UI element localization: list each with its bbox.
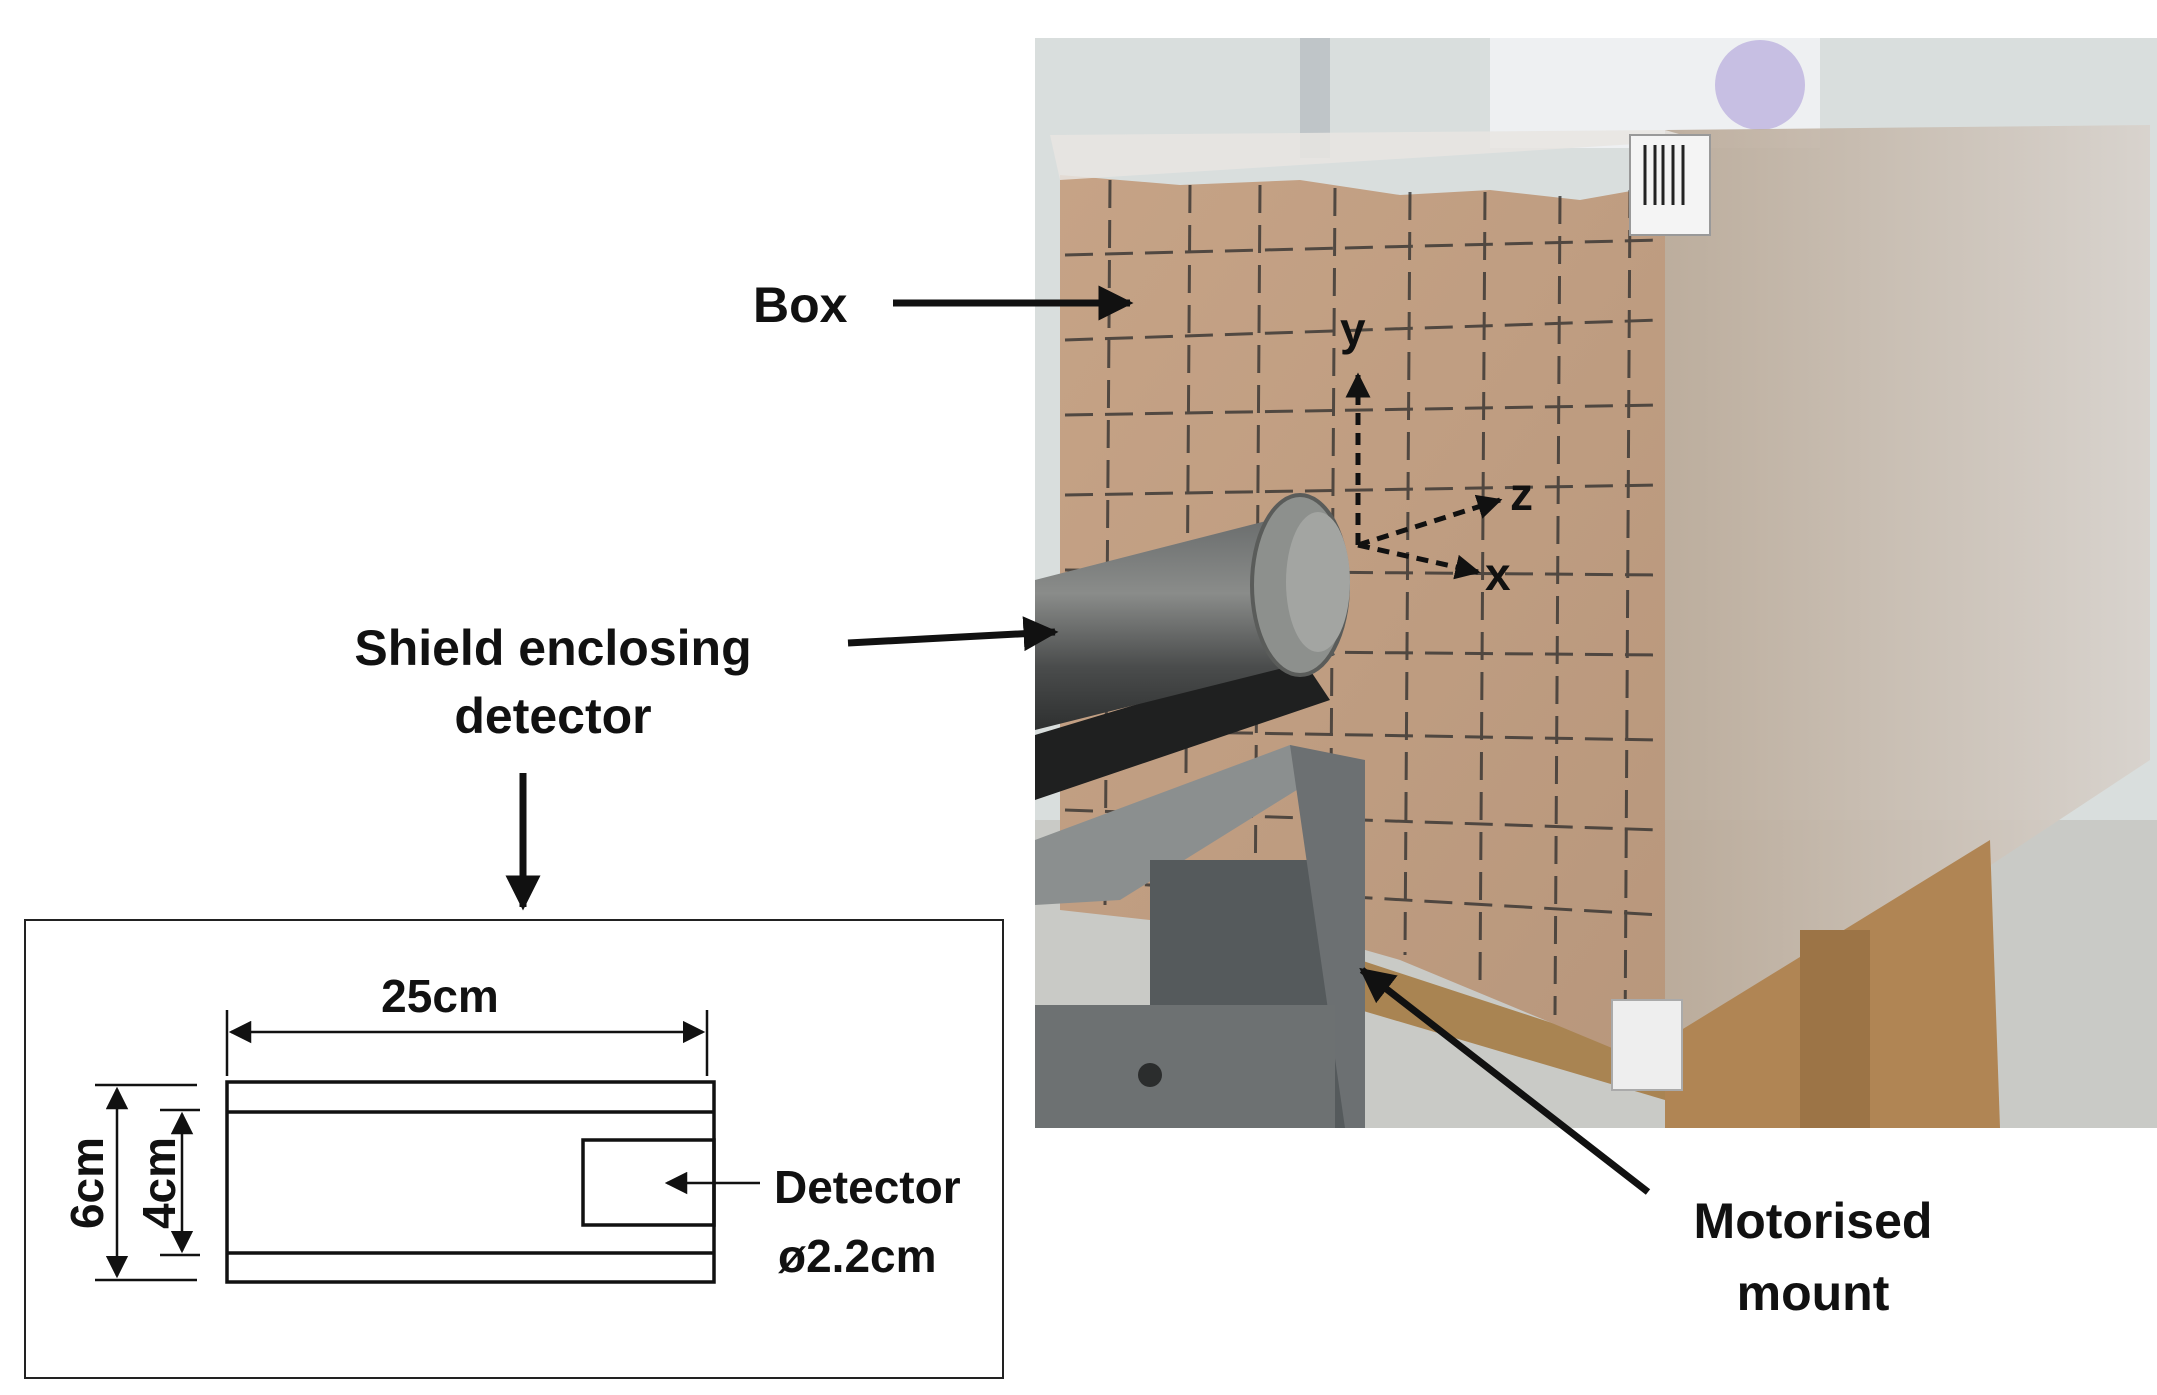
box-side-panel: [1665, 125, 2150, 1080]
mount-base-plate: [1035, 1005, 1335, 1128]
mount-top-plate: [1035, 745, 1345, 905]
detector-label: Detector: [774, 1161, 961, 1213]
motor-label-line2: mount: [1737, 1265, 1890, 1321]
box-label: Box: [753, 277, 848, 333]
axis-z-label: z: [1510, 468, 1533, 520]
shield-label-line1: Shield enclosing: [354, 620, 751, 676]
barcode-tag: [1629, 134, 1711, 236]
shield-pointer-arrow: [847, 616, 1059, 652]
motor-label-line1: Motorised: [1694, 1193, 1933, 1249]
detector-schematic: 25cm 6cm 4cm Detector ø2.2cm: [24, 919, 1004, 1379]
shield-label-line2: detector: [454, 688, 651, 744]
detector-diameter-label: ø2.2cm: [778, 1230, 937, 1282]
poster-circle-icon: [1715, 40, 1805, 130]
wooden-leg: [1800, 930, 1870, 1128]
photo: [1035, 38, 2157, 1128]
box-top-edge: [1050, 130, 1700, 180]
shield-end-face: [1286, 512, 1350, 652]
mount-side: [1290, 745, 1365, 1128]
axis-y-label: y: [1340, 303, 1366, 355]
box-front-face: [1060, 175, 1665, 1070]
length-label: 25cm: [381, 970, 499, 1022]
motor-pointer-arrow: [1359, 967, 1651, 1195]
measurement-grid: [1064, 179, 1661, 1046]
outer-height-label: 6cm: [61, 1137, 113, 1229]
inner-height-label: 4cm: [133, 1137, 185, 1229]
detector-rail: [1035, 655, 1330, 800]
corner-clip: [1611, 999, 1683, 1091]
axis-x-label: x: [1485, 548, 1511, 600]
barcode-icon: [1643, 145, 1685, 205]
wooden-plank: [1360, 960, 1665, 1100]
coordinate-axes: [1345, 372, 1503, 580]
mount-bolt-icon: [1138, 1063, 1162, 1087]
